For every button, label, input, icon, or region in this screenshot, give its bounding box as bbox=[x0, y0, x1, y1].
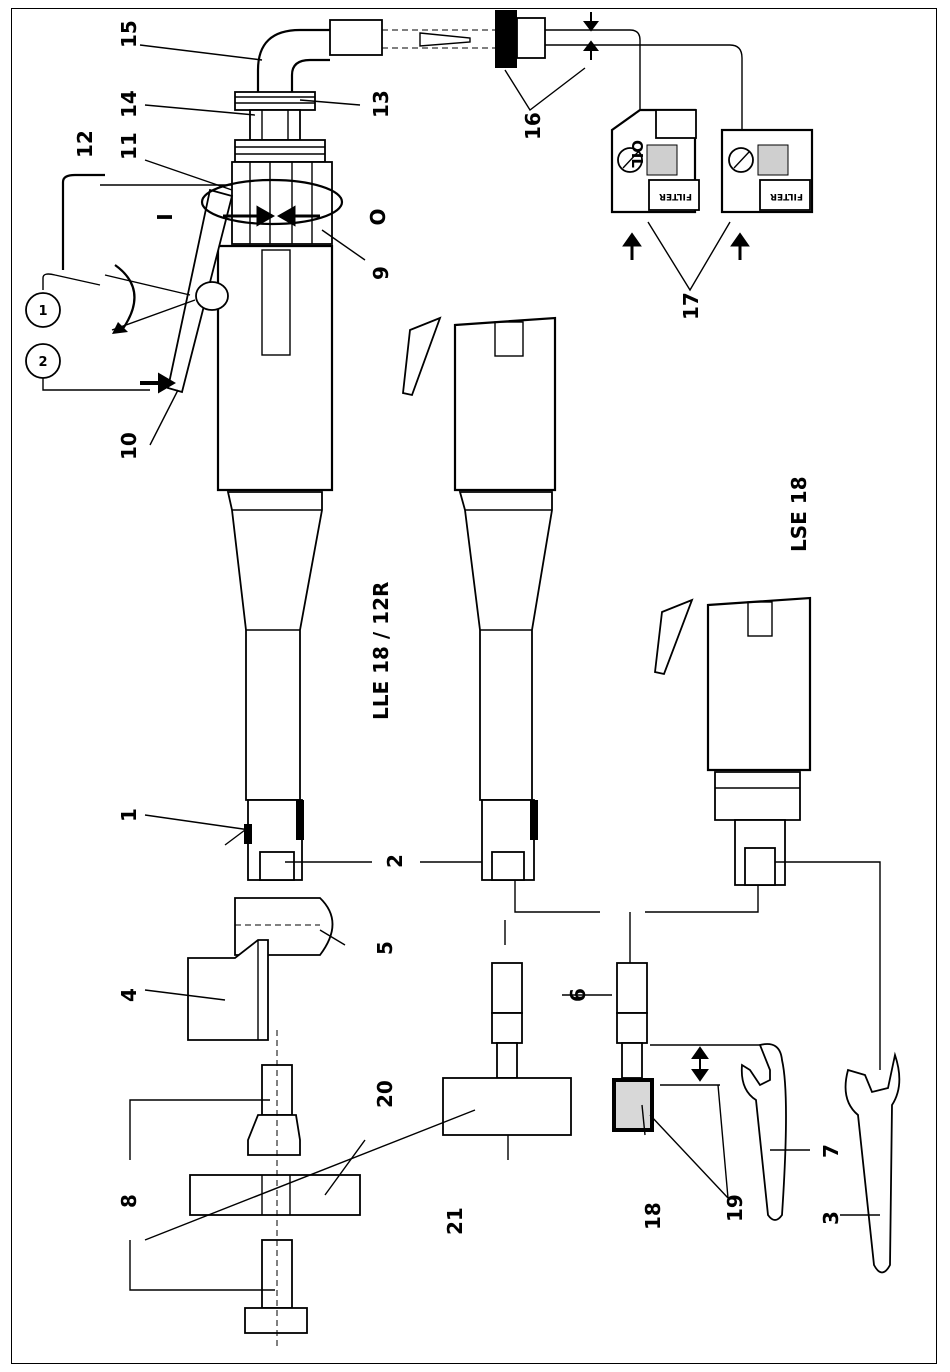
label-10: 10 bbox=[117, 432, 141, 460]
connector-lines bbox=[505, 862, 880, 1070]
label-8: 8 bbox=[117, 1194, 141, 1208]
label-21: 21 bbox=[443, 1207, 467, 1235]
tool-lle-main bbox=[218, 162, 332, 880]
callout-21: 21 bbox=[443, 1207, 467, 1235]
callout-8: 8 bbox=[117, 1194, 141, 1208]
callout-11: 11 bbox=[117, 132, 141, 160]
label-18: 18 bbox=[641, 1202, 665, 1230]
callout-20: 20 bbox=[373, 1080, 397, 1108]
label-3: 3 bbox=[819, 1211, 843, 1225]
label-4: 4 bbox=[117, 988, 141, 1002]
spindle-8-20 bbox=[130, 1030, 360, 1350]
label-2: 2 bbox=[383, 854, 407, 868]
callout-2: 2 bbox=[383, 854, 407, 868]
label-14: 14 bbox=[117, 90, 141, 118]
label-9: 9 bbox=[369, 266, 393, 280]
callout-9: 9 bbox=[369, 266, 393, 280]
part-5-4-bracket bbox=[188, 898, 333, 1040]
filter-label-2: FILTER bbox=[770, 191, 803, 201]
filter-label-1: FILTER bbox=[659, 191, 692, 201]
model-label-lse: LSE 18 bbox=[787, 476, 811, 552]
circled-label-2: 2 bbox=[38, 355, 47, 370]
callout-5: 5 bbox=[373, 941, 397, 955]
callout-10: 10 bbox=[117, 432, 141, 460]
callout-7: 7 bbox=[819, 1144, 843, 1158]
callout-17: 17 bbox=[679, 292, 703, 320]
rotation-in-label: I bbox=[153, 213, 177, 220]
callout-12: 12 bbox=[73, 130, 97, 158]
label-6: 6 bbox=[566, 988, 590, 1002]
label-17: 17 bbox=[679, 292, 703, 320]
label-12: 12 bbox=[73, 130, 97, 158]
rotation-out-label: O bbox=[366, 208, 390, 225]
callout-18: 18 bbox=[641, 1202, 665, 1230]
spanner-3 bbox=[846, 1055, 900, 1273]
callout-4: 4 bbox=[117, 988, 141, 1002]
trigger-lever bbox=[26, 190, 232, 392]
model-label-lle: LLE 18 / 12R bbox=[369, 582, 393, 720]
label-1: 1 bbox=[117, 808, 141, 822]
label-13: 13 bbox=[369, 90, 393, 118]
label-5: 5 bbox=[373, 941, 397, 955]
callout-19: 19 bbox=[723, 1194, 747, 1222]
callout-6: 6 bbox=[566, 988, 590, 1002]
callout-14: 14 bbox=[117, 90, 141, 118]
label-16: 16 bbox=[521, 112, 545, 140]
tool-lle-variant bbox=[403, 318, 555, 880]
circled-label-1: 1 bbox=[38, 304, 47, 319]
label-20: 20 bbox=[373, 1080, 397, 1108]
label-11: 11 bbox=[117, 132, 141, 160]
arrows-17 bbox=[625, 222, 747, 290]
callout-1: 1 bbox=[117, 808, 141, 822]
fittings-13-14 bbox=[235, 92, 325, 162]
callout-3: 3 bbox=[819, 1211, 843, 1225]
spanner-7 bbox=[742, 1044, 786, 1220]
oil-label: OIL bbox=[628, 140, 646, 168]
callout-15: 15 bbox=[117, 20, 141, 48]
label-19: 19 bbox=[723, 1194, 747, 1222]
label-7: 7 bbox=[819, 1144, 843, 1158]
tool-lse bbox=[655, 598, 810, 885]
allen-key-12 bbox=[63, 175, 105, 270]
label-15: 15 bbox=[117, 20, 141, 48]
callout-16: 16 bbox=[521, 112, 545, 140]
callout-13: 13 bbox=[369, 90, 393, 118]
